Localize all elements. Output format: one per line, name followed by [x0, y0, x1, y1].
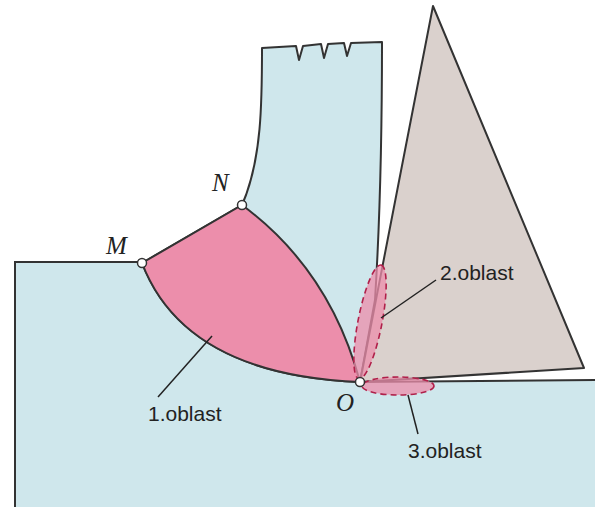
- region-label: 2.oblast: [440, 262, 514, 283]
- region-label: 1.oblast: [148, 403, 222, 424]
- primary-shear-zone: [142, 205, 360, 382]
- point-label: M: [106, 233, 127, 258]
- point-label: N: [212, 170, 229, 195]
- secondary-zone: [347, 263, 393, 381]
- point-marker: [238, 201, 247, 210]
- tertiary-zone: [362, 377, 434, 395]
- leader-line: [381, 280, 436, 318]
- point-label: O: [336, 390, 354, 415]
- region-label: 3.oblast: [408, 440, 482, 461]
- point-marker: [356, 378, 365, 387]
- leader-line: [158, 336, 212, 397]
- leader-line: [408, 395, 418, 434]
- point-marker: [138, 259, 147, 268]
- chip: [142, 42, 382, 382]
- cutting-tool: [360, 6, 584, 382]
